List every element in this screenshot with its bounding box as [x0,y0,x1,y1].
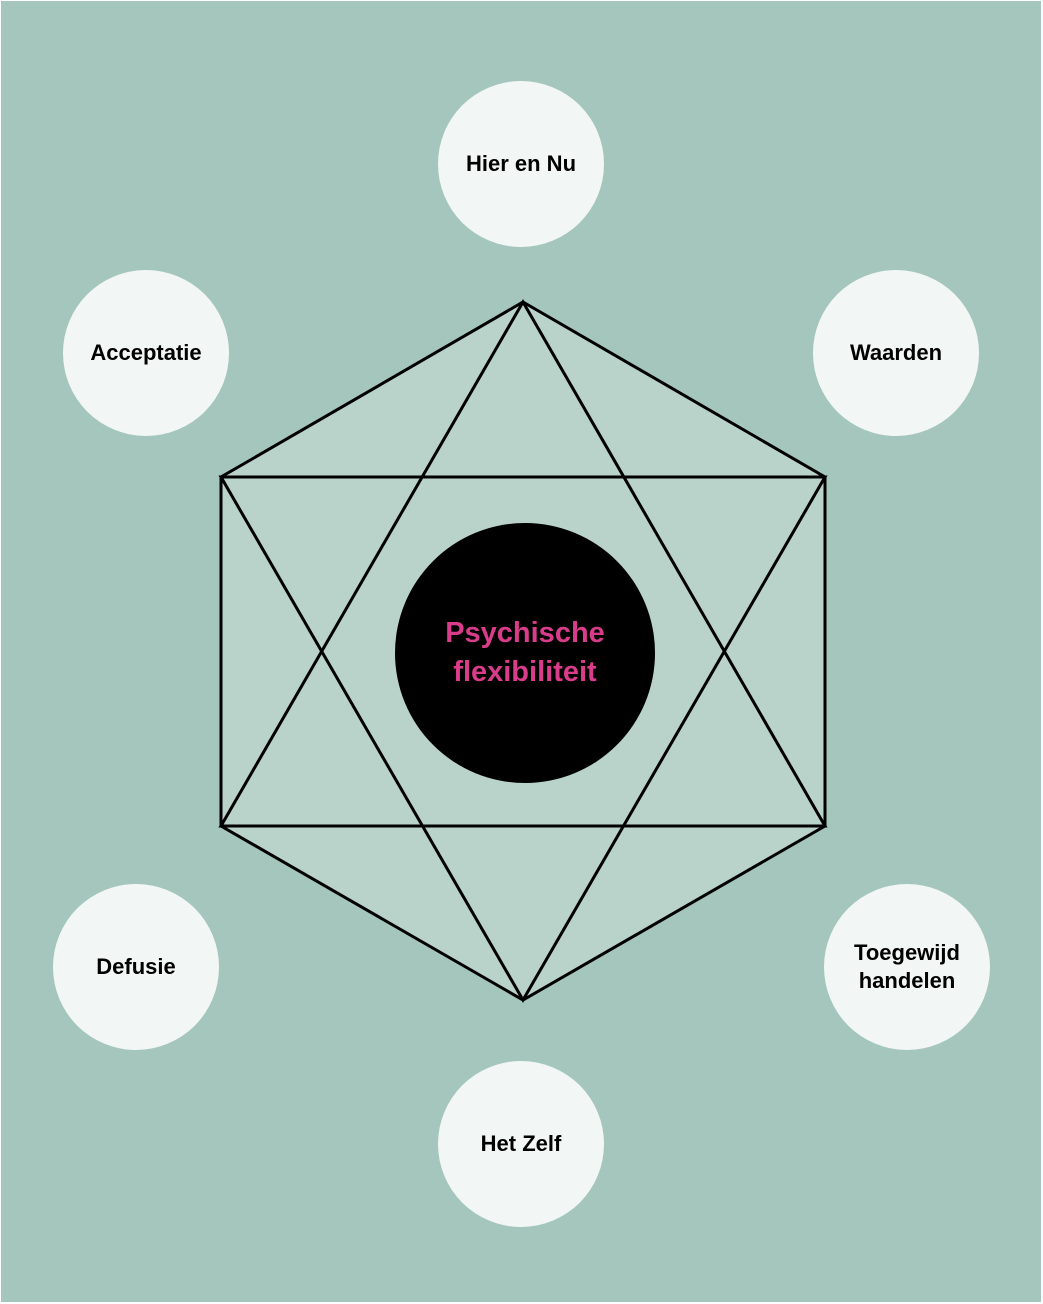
node-toegewijd-handelen: Toegewijd handelen [824,884,990,1050]
node-het-zelf: Het Zelf [438,1061,604,1227]
upward-triangle [218,298,828,828]
node-defusie: Defusie [53,884,219,1050]
downward-triangle [218,475,828,1003]
node-waarden: Waarden [813,270,979,436]
node-hier-en-nu: Hier en Nu [438,81,604,247]
center-circle: Psychische flexibiliteit [395,523,655,783]
node-acceptatie: Acceptatie [63,270,229,436]
center-label-line2: flexibiliteit [453,656,597,688]
center-label-line1: Psychische [445,617,605,649]
